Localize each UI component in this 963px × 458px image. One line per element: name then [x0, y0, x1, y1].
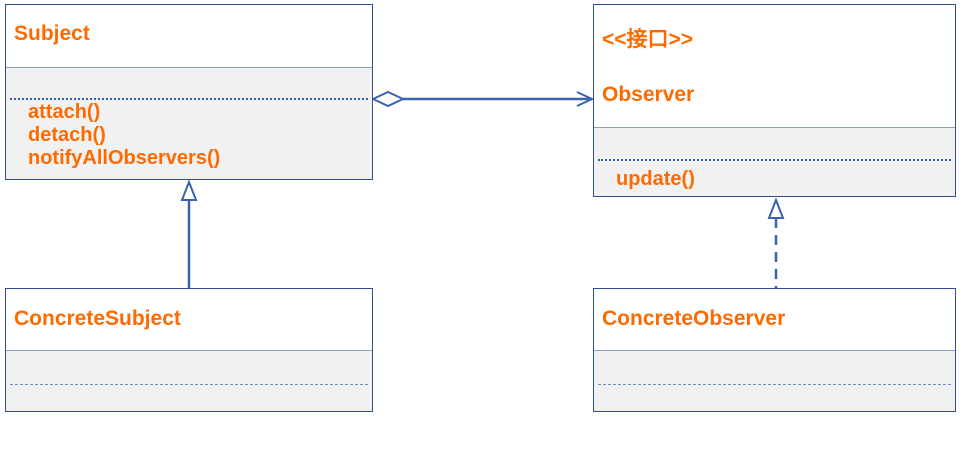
- concrete-observer-class-name: ConcreteObserver: [602, 307, 786, 330]
- observer-class-name: Observer: [602, 83, 695, 106]
- subject-class[interactable]: Subject attach() detach() notifyAllObser…: [5, 4, 373, 180]
- concrete-observer-body: [594, 351, 955, 411]
- subject-class-body: attach() detach() notifyAllObservers(): [6, 68, 372, 179]
- realization-triangle: [767, 197, 785, 219]
- subject-class-name-section: Subject: [6, 5, 372, 68]
- concrete-subject-name-section: ConcreteSubject: [6, 289, 372, 351]
- operation-notify-all-observers: notifyAllObservers(): [28, 147, 221, 169]
- operation-attach: attach(): [28, 101, 101, 123]
- aggregation-connector: [370, 90, 595, 108]
- concrete-observer-class[interactable]: ConcreteObserver: [593, 288, 956, 412]
- concrete-subject-class[interactable]: ConcreteSubject: [5, 288, 373, 412]
- operation-detach: detach(): [28, 124, 106, 146]
- aggregation-diamond: [370, 90, 406, 108]
- subject-separator: [10, 98, 368, 100]
- observer-body: update(): [594, 128, 955, 196]
- concrete-subject-body: [6, 351, 372, 411]
- concrete-observer-name-section: ConcreteObserver: [594, 289, 955, 351]
- observer-interface[interactable]: <<接口>> Observer update(): [593, 4, 956, 197]
- concrete-subject-separator: [10, 384, 368, 385]
- inheritance-triangle: [180, 179, 198, 201]
- operation-update: update(): [616, 168, 695, 190]
- observer-name-section: <<接口>> Observer: [594, 5, 955, 128]
- subject-operations: attach() detach() notifyAllObservers(): [28, 101, 220, 170]
- realization-connector: [767, 197, 785, 289]
- observer-separator: [598, 159, 951, 161]
- association-arrowhead: [576, 91, 595, 107]
- concrete-subject-class-name: ConcreteSubject: [14, 307, 181, 330]
- concrete-observer-separator: [598, 384, 951, 385]
- generalization-connector: [180, 179, 198, 289]
- subject-class-name: Subject: [14, 22, 90, 45]
- observer-stereotype: <<接口>>: [602, 28, 694, 51]
- observer-operations: update(): [616, 168, 695, 191]
